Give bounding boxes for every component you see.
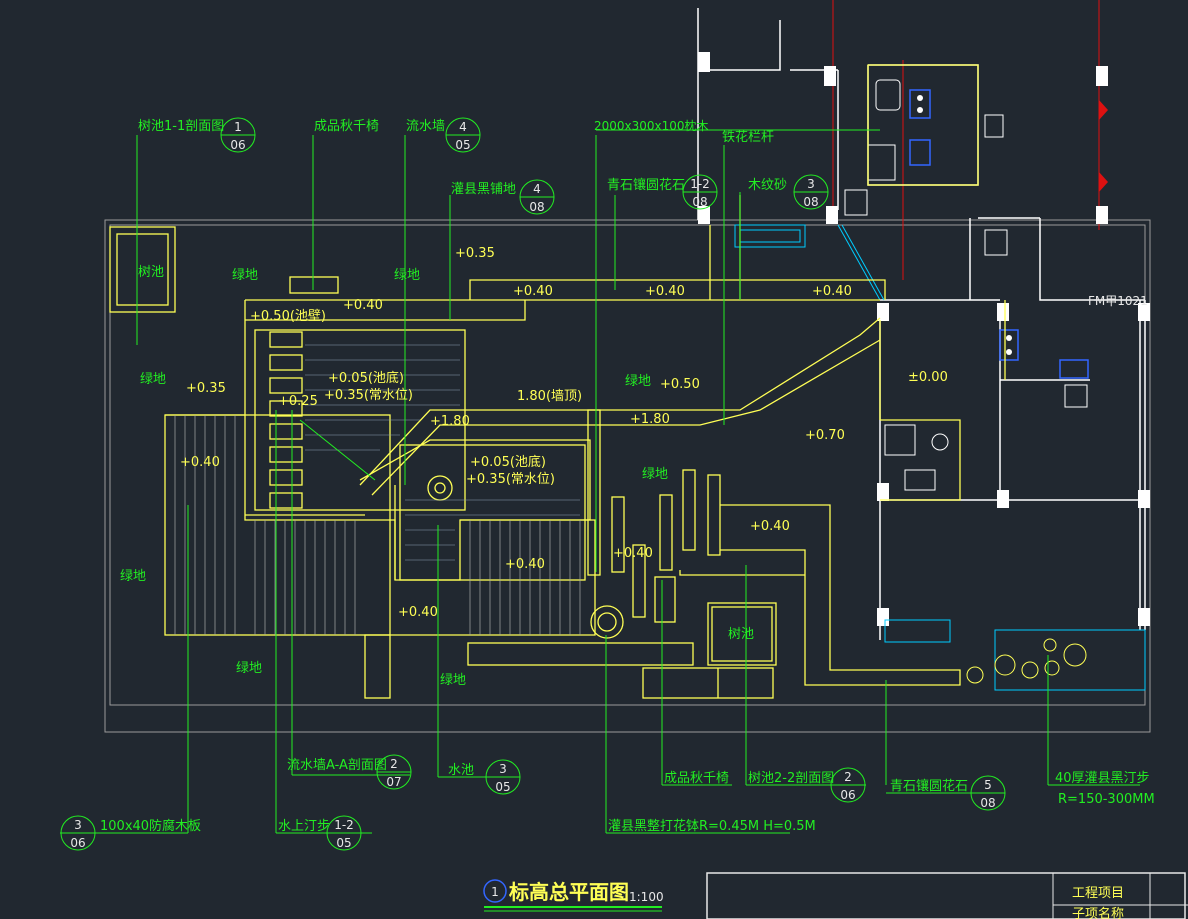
label-tree-pool-1-1: 树池1-1剖面图 xyxy=(138,119,224,134)
ref-numbers: 1 06 4 05 4 08 1-2 08 3 08 2 07 3 05 1-2… xyxy=(70,120,995,850)
elev-180-b: +1.80 xyxy=(630,412,670,427)
ref-r5-top: 3 xyxy=(807,177,815,191)
label-swing-chair-2: 成品秋千椅 xyxy=(664,771,729,786)
elev-005-pool1: +0.05(池底) xyxy=(328,370,404,386)
elev-040-b: +0.40 xyxy=(645,284,685,299)
ref-r7-top: 3 xyxy=(499,762,507,776)
label-flower-bowl: 灌县黑整打花钵R=0.45M H=0.5M xyxy=(608,818,816,834)
elevation-labels: +0.35 +0.40 +0.40 +0.40 +0.50(池壁) +0.40 … xyxy=(180,246,948,620)
green-label-1: 绿地 xyxy=(232,268,258,283)
elev-035-left: +0.35 xyxy=(186,381,226,396)
ref-r8-top: 1-2 xyxy=(334,818,354,832)
label-blue-stone: 青石镶圆花石 xyxy=(607,177,685,193)
callout-labels: 树池1-1剖面图 成品秋千椅 流水墙 灌县黑铺地 2000x300x100枕木 … xyxy=(100,118,1155,834)
ref-r9-top: 3 xyxy=(74,818,82,832)
ref-r4-bottom: 08 xyxy=(692,195,707,209)
label-step-stone: 40厚灌县黑汀步 xyxy=(1055,771,1150,786)
label-tree-pool-2: 树池 xyxy=(728,627,754,642)
elev-035-pool1: +0.35(常水位) xyxy=(324,388,413,403)
ref-r3-bottom: 08 xyxy=(529,200,544,214)
ref-r10-top: 2 xyxy=(844,770,852,784)
label-door-tag: FM甲1021 xyxy=(1088,294,1148,308)
ref-r9-bottom: 06 xyxy=(70,836,85,850)
label-wood-sand: 木纹砂 xyxy=(748,178,787,193)
label-deck-board: 100x40防腐木板 xyxy=(100,818,201,834)
ref-r7-bottom: 05 xyxy=(495,780,510,794)
elev-070: +0.70 xyxy=(805,428,845,443)
sanitary xyxy=(844,79,1088,491)
label-wood-2000: 2000x300x100枕木 xyxy=(594,118,709,133)
label-water-wall-a: 流水墙A-A剖面图 xyxy=(287,758,387,773)
elev-000: ±0.00 xyxy=(908,370,948,385)
label-iron-rail: 铁花栏杆 xyxy=(722,129,774,145)
green-area-labels: 绿地 绿地 绿地 绿地 绿地 绿地 绿地 绿地 xyxy=(120,268,668,688)
title-block: 工程项目 子项名称 xyxy=(706,872,1188,919)
label-swing-chair: 成品秋千椅 xyxy=(314,119,379,134)
elev-040-c: +0.40 xyxy=(812,284,852,299)
ref-r8-bottom: 05 xyxy=(336,836,351,850)
elev-050-pool: +0.50(池壁) xyxy=(250,309,326,324)
label-tree-pool-1: 树池 xyxy=(138,265,164,280)
elev-180-wall: 1.80(墙顶) xyxy=(517,389,582,404)
ref-r3-top: 4 xyxy=(533,182,541,196)
elev-040-e: +0.40 xyxy=(750,519,790,534)
title-scale: 1:100 xyxy=(629,890,664,904)
ref-r11-top: 5 xyxy=(984,778,992,792)
elev-040-f: +0.40 xyxy=(613,546,653,561)
ref-r1-top: 1 xyxy=(234,120,242,134)
elev-040-g: +0.40 xyxy=(505,557,545,572)
elev-040-left: +0.40 xyxy=(180,455,220,470)
green-label-4: 绿地 xyxy=(625,374,651,389)
ref-r6-bottom: 07 xyxy=(386,775,401,789)
label-blue-stone-2: 青石镶圆花石 xyxy=(890,778,968,794)
label-step-radius: R=150-300MM xyxy=(1058,792,1155,807)
kitchen-fixtures xyxy=(909,89,1089,379)
elev-005-pool2: +0.05(池底) xyxy=(470,454,546,470)
pool-water xyxy=(305,344,580,561)
ref-r6-top: 2 xyxy=(390,757,398,771)
red-markers xyxy=(1099,100,1108,192)
titleblock-project: 工程项目 xyxy=(1072,886,1124,901)
green-label-7: 绿地 xyxy=(236,661,262,676)
drawing-title: 1 标高总平面图 1:100 xyxy=(483,879,664,912)
ref-r2-bottom: 05 xyxy=(455,138,470,152)
green-label-2: 绿地 xyxy=(394,268,420,283)
ref-circles xyxy=(60,117,1006,851)
ref-r4-top: 1-2 xyxy=(690,177,710,191)
label-tree-pool-2-2: 树池2-2剖面图 xyxy=(748,771,834,786)
label-water-wall: 流水墙 xyxy=(406,119,445,134)
elev-025: +0.25 xyxy=(278,394,318,409)
stepping-stones xyxy=(966,638,1087,684)
ref-r5-bottom: 08 xyxy=(803,195,818,209)
titleblock-sub: 子项名称 xyxy=(1072,906,1124,919)
elev-050-mid: +0.50 xyxy=(660,377,700,392)
elev-040-h: +0.40 xyxy=(398,605,438,620)
title-text: 标高总平面图 xyxy=(509,880,629,904)
green-label-5: 绿地 xyxy=(642,467,668,482)
label-black-paving: 灌县黑铺地 xyxy=(451,182,516,197)
elev-180-a: +1.80 xyxy=(430,414,470,429)
elev-040-d: +0.40 xyxy=(343,298,383,313)
ref-r2-top: 4 xyxy=(459,120,467,134)
elev-035-pool2: +0.35(常水位) xyxy=(466,472,555,487)
elev-035-top: +0.35 xyxy=(455,246,495,261)
elev-040-a: +0.40 xyxy=(513,284,553,299)
deck-hatching xyxy=(174,415,581,635)
ref-r11-bottom: 08 xyxy=(980,796,995,810)
title-circle-number: 1 xyxy=(491,885,499,899)
label-water-step: 水上汀步 xyxy=(278,819,330,834)
green-label-3: 绿地 xyxy=(140,372,166,387)
pillars xyxy=(698,52,1150,626)
ref-r10-bottom: 06 xyxy=(840,788,855,802)
ref-r1-bottom: 06 xyxy=(230,138,245,152)
green-label-6: 绿地 xyxy=(120,569,146,584)
green-label-8: 绿地 xyxy=(440,673,466,688)
label-water-pool: 水池 xyxy=(448,763,474,778)
